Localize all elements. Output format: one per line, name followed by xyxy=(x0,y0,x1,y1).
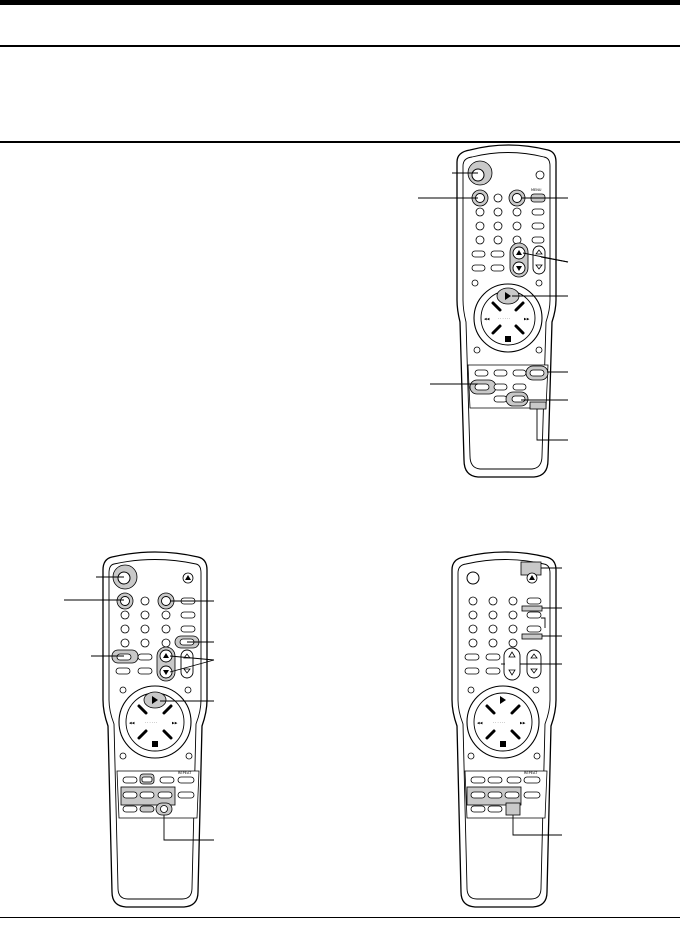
shuttle-dots-left: · · · · · · xyxy=(145,721,157,725)
number-keypad-left xyxy=(115,610,196,675)
svg-text:◀◀: ◀◀ xyxy=(484,317,490,321)
shuttle-dots: · · · · · · xyxy=(498,317,510,321)
section-rule-bottom xyxy=(0,141,680,143)
svg-text:▶▶: ▶▶ xyxy=(172,721,178,725)
footer-rule xyxy=(0,917,680,918)
callout-lines-top xyxy=(418,172,569,441)
shuttle-dots-right: · · · · · · xyxy=(493,721,505,725)
svg-text:▶▶: ▶▶ xyxy=(524,317,530,321)
panel-tiny-label-right: REPEAT xyxy=(524,771,538,775)
svg-text:◀◀: ◀◀ xyxy=(477,721,483,725)
svg-text:◀◀: ◀◀ xyxy=(129,721,135,725)
callout-lines-left xyxy=(64,576,215,841)
panel-tiny-label-left: REPEAT xyxy=(178,771,192,775)
menu-tiny-label: MENU xyxy=(531,188,542,192)
power-button xyxy=(471,168,485,182)
number-keypad-top xyxy=(471,207,545,272)
section-rule-top xyxy=(0,45,680,47)
svg-text:▶▶: ▶▶ xyxy=(520,721,526,725)
number-keypad-right xyxy=(464,596,542,675)
callout-lines-right xyxy=(501,567,562,836)
header-bar xyxy=(0,0,680,5)
